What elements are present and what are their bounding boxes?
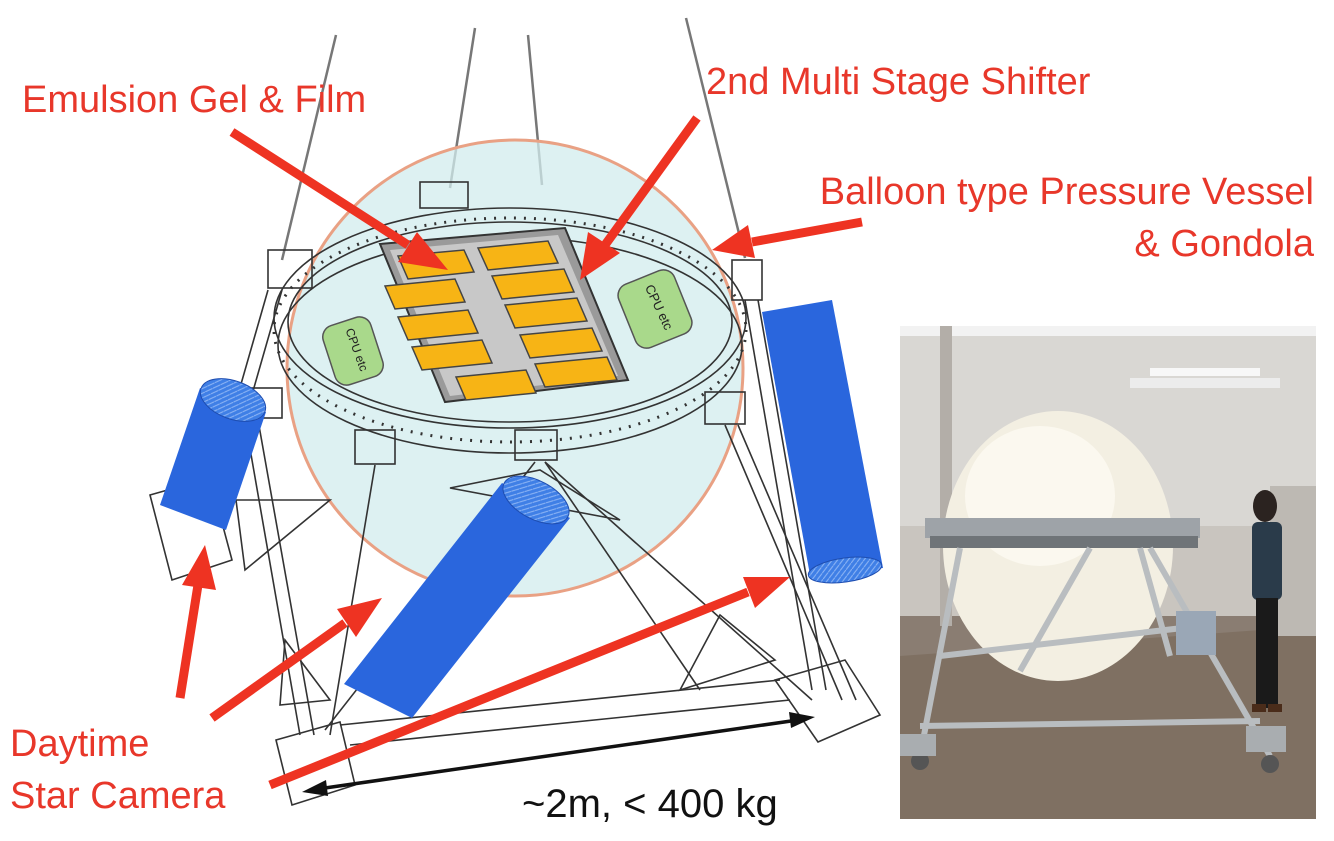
cpu-box-right: CPU etc <box>617 269 693 349</box>
arrow-camera-left <box>175 545 216 699</box>
arrow-shifter <box>580 115 701 280</box>
arrow-emulsion <box>229 128 448 270</box>
arrow-camera-center <box>209 598 382 722</box>
arrow-vessel <box>712 217 863 258</box>
label-size: ~2m, < 400 kg <box>522 782 778 826</box>
label-emulsion: Emulsion Gel & Film <box>22 79 367 121</box>
suspension-cables <box>280 17 747 261</box>
star-camera-left <box>160 378 267 530</box>
prototype-photo <box>900 326 1316 819</box>
label-camera-line2: Star Camera <box>10 775 226 817</box>
label-vessel-line2: & Gondola <box>1134 223 1314 265</box>
label-shifter: 2nd Multi Stage Shifter <box>706 61 1091 103</box>
annotation-arrows <box>175 115 863 790</box>
cpu-box-left: CPU etc <box>322 316 384 386</box>
label-vessel-line1: Balloon type Pressure Vessel <box>819 171 1314 213</box>
label-camera-line1: Daytime <box>10 723 150 765</box>
arrow-camera-right <box>268 577 790 790</box>
star-camera-center <box>344 475 570 718</box>
star-camera-right <box>762 300 883 584</box>
dimension-arrow <box>302 712 815 796</box>
